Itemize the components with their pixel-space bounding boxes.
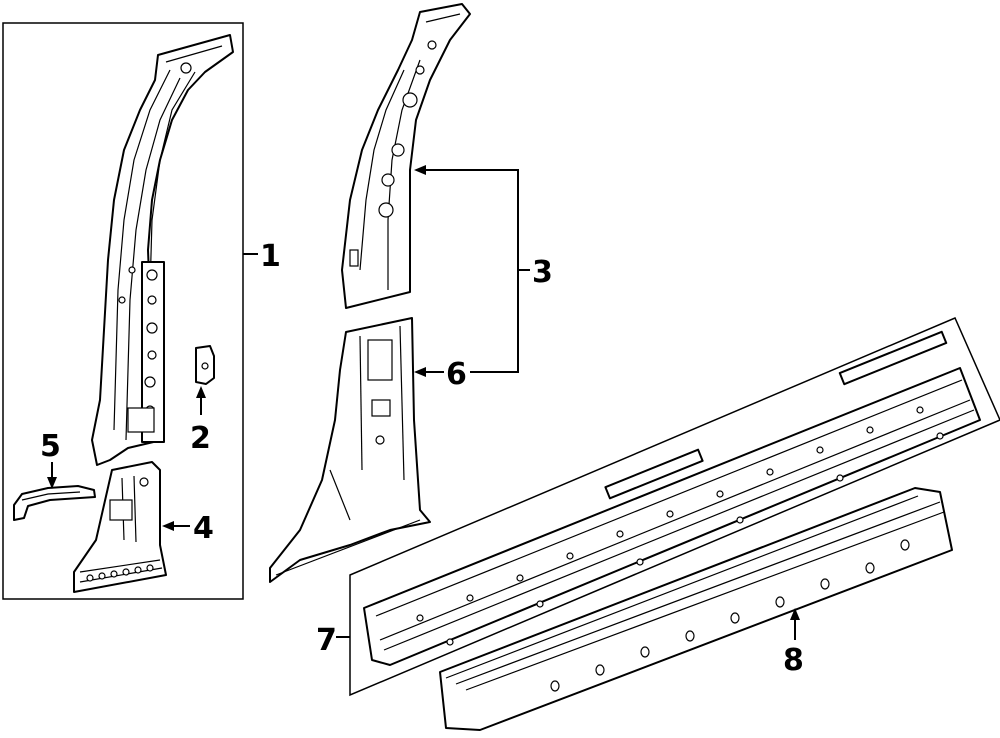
rocker-group-box: [349, 317, 1000, 697]
callout-3: 3: [532, 255, 553, 290]
pillar-bracket: [195, 345, 215, 385]
callout-8-arrowhead: [790, 608, 800, 620]
callout-4-arrowhead: [162, 521, 174, 531]
callout-2-arrowhead: [196, 386, 206, 398]
callout-7: 7: [316, 623, 337, 658]
center-pillar-assembly: [91, 34, 234, 466]
callout-5-arrowhead: [47, 477, 57, 489]
upper-inner-pillar: [341, 3, 471, 309]
callout-6: 6: [446, 357, 467, 392]
assembly-group-box: [2, 22, 244, 600]
outer-rocker-panel: [439, 487, 953, 731]
callout-3-arrowhead: [414, 165, 426, 175]
lower-inner-pillar: [269, 317, 431, 583]
inner-rocker-panel: [363, 330, 981, 666]
callout-8: 8: [783, 643, 804, 678]
lower-pillar-reinforcement: [73, 461, 167, 593]
pillar-harness: [13, 485, 96, 521]
callout-3-bracket: [424, 169, 519, 373]
callout-5: 5: [40, 429, 61, 464]
callout-4: 4: [193, 511, 214, 546]
callout-6-arrowhead: [414, 367, 426, 377]
callout-2: 2: [190, 421, 211, 456]
callout-1: 1: [260, 239, 281, 274]
